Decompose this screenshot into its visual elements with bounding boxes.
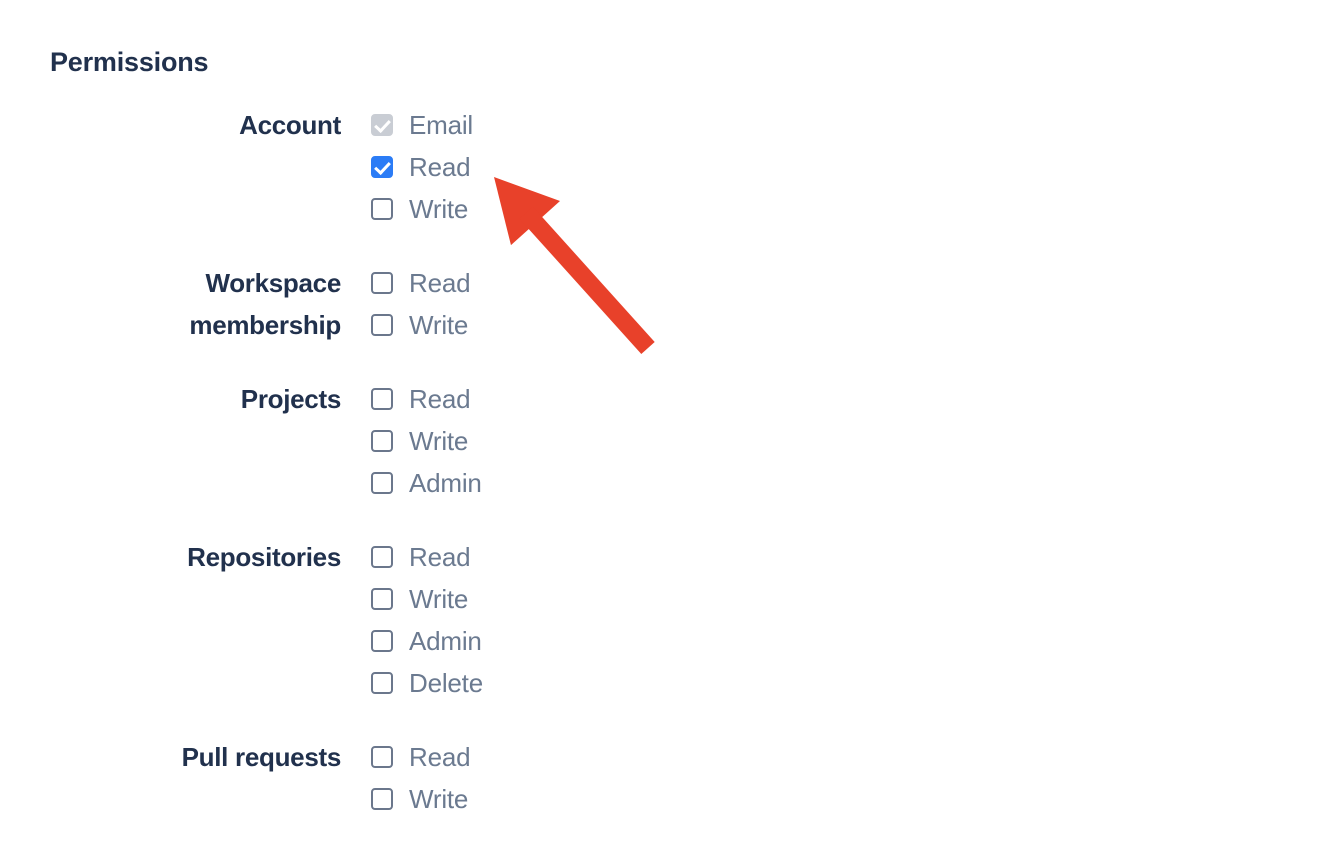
permission-option-repositories-read[interactable]: Read <box>371 536 483 578</box>
option-label: Write <box>409 784 469 814</box>
checkbox-unchecked-icon[interactable] <box>371 746 393 768</box>
permission-group-wikis: WikisRead and write <box>660 220 1320 262</box>
permission-group-runners: RunnersReadWrite <box>660 642 1320 726</box>
permission-option-account-email[interactable]: Email <box>371 104 473 146</box>
option-label: Read <box>409 152 471 182</box>
permission-option-workspace-membership-read[interactable]: Read <box>371 262 471 304</box>
checkbox-unchecked-icon[interactable] <box>371 788 393 810</box>
option-label: Admin <box>409 626 482 656</box>
permission-option-projects-admin[interactable]: Admin <box>371 462 482 504</box>
option-label: Read <box>409 542 471 572</box>
permission-option-pull-requests-write[interactable]: Write <box>371 778 470 820</box>
checkbox-unchecked-icon[interactable] <box>371 672 393 694</box>
permission-option-repositories-delete[interactable]: Delete <box>371 662 483 704</box>
permission-option-repositories-admin[interactable]: Admin <box>371 620 483 662</box>
checkbox-unchecked-icon[interactable] <box>371 588 393 610</box>
option-label: Delete <box>409 668 483 698</box>
option-label: Write <box>409 584 469 614</box>
permission-option-account-read[interactable]: Read <box>371 146 473 188</box>
checkbox-unchecked-icon[interactable] <box>371 430 393 452</box>
checkbox-unchecked-icon[interactable] <box>371 314 393 336</box>
permission-option-projects-read[interactable]: Read <box>371 378 482 420</box>
option-label: Write <box>409 194 469 224</box>
checkbox-unchecked-icon[interactable] <box>371 546 393 568</box>
group-label-workspace-membership: Workspace membership <box>189 268 341 340</box>
checkbox-unchecked-icon[interactable] <box>371 388 393 410</box>
permission-option-account-write[interactable]: Write <box>371 188 473 230</box>
permission-group-webhooks: WebhooksRead and write <box>660 410 1320 452</box>
permissions-column-right: IssuesReadWriteWikisRead and writeSnippe… <box>660 104 1320 726</box>
group-label-pull-requests: Pull requests <box>181 742 342 772</box>
group-label-account: Account <box>239 110 341 140</box>
permission-option-workspace-membership-write[interactable]: Write <box>371 304 470 346</box>
page-title: Permissions <box>50 47 209 77</box>
checkbox-checked-icon[interactable] <box>371 156 393 178</box>
checkbox-unchecked-icon[interactable] <box>371 472 393 494</box>
option-label: Read <box>409 268 471 298</box>
checkbox-unchecked-icon[interactable] <box>371 630 393 652</box>
option-label: Write <box>409 426 469 456</box>
permission-group-pipelines: PipelinesReadWriteEdit variables <box>660 484 1320 610</box>
option-label: Email <box>409 110 474 140</box>
checkbox-disabled-checked-icon <box>371 114 393 136</box>
option-label: Write <box>409 310 469 340</box>
group-label-projects: Projects <box>240 384 342 414</box>
option-label: Read <box>409 742 471 772</box>
permission-option-repositories-write[interactable]: Write <box>371 578 483 620</box>
permission-option-pull-requests-read[interactable]: Read <box>371 736 471 778</box>
group-label-repositories: Repositories <box>187 542 341 572</box>
permission-option-projects-write[interactable]: Write <box>371 420 482 462</box>
checkbox-unchecked-icon[interactable] <box>371 272 393 294</box>
permission-group-issues: IssuesReadWrite <box>660 104 1320 188</box>
option-label: Admin <box>409 468 482 498</box>
checkbox-unchecked-icon[interactable] <box>371 198 393 220</box>
permission-group-snippets: SnippetsReadWrite <box>660 294 1320 378</box>
option-label: Read <box>409 384 471 414</box>
